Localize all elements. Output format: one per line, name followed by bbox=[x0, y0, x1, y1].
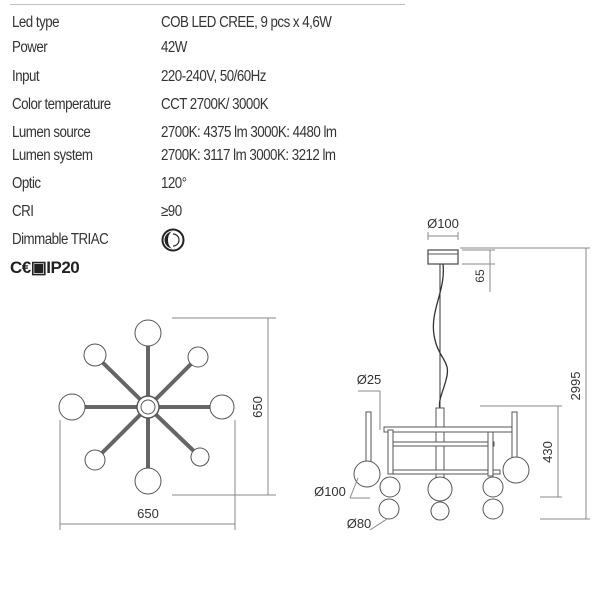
spec-value-lumen-system: 2700K: 3117 lm 3000K: 3212 lm bbox=[161, 147, 336, 164]
spec-value-led-type: COB LED CREE, 9 pcs x 4,6W bbox=[161, 14, 332, 31]
spec-value-power: 42W bbox=[161, 39, 187, 56]
spec-label-led-type: Led type bbox=[12, 14, 60, 31]
body-height-label: 430 bbox=[540, 441, 555, 463]
canopy-diameter-label: Ø100 bbox=[427, 216, 459, 231]
spec-label-cri: CRI bbox=[12, 203, 34, 220]
spec-value-lumen-source: 2700K: 4375 lm 3000K: 4480 lm bbox=[161, 124, 337, 141]
spec-label-lumen-source: Lumen source bbox=[12, 124, 91, 141]
spec-label-power: Power bbox=[12, 39, 48, 56]
spec-value-cri: ≥90 bbox=[161, 203, 182, 220]
top-divider bbox=[10, 4, 405, 5]
top-view-height-label: 650 bbox=[250, 396, 265, 418]
spec-label-color-temperature: Color temperature bbox=[12, 96, 111, 113]
spec-label-optic: Optic bbox=[12, 175, 41, 192]
spec-label-dimmable: Dimmable TRIAC bbox=[12, 231, 109, 248]
dimmable-triac-icon bbox=[161, 228, 185, 252]
small-globe-diameter-label: Ø80 bbox=[347, 516, 372, 531]
rod-diameter-label: Ø25 bbox=[357, 372, 382, 387]
spec-label-input: Input bbox=[12, 68, 40, 85]
large-globe-diameter-label: Ø100 bbox=[314, 484, 346, 499]
side-view-drawing bbox=[349, 232, 590, 531]
spec-value-input: 220-240V, 50/60Hz bbox=[161, 68, 266, 85]
canopy-height-label: 65 bbox=[473, 269, 487, 283]
spec-value-optic: 120° bbox=[161, 175, 187, 192]
spec-value-color-temperature: CCT 2700K/ 3000K bbox=[161, 96, 269, 113]
certification-marks: C€▣IP20 bbox=[10, 258, 80, 277]
spec-label-lumen-system: Lumen system bbox=[12, 147, 93, 164]
top-view-width-label: 650 bbox=[137, 506, 159, 521]
top-view-drawing bbox=[58, 317, 276, 530]
total-height-label: 2995 bbox=[568, 372, 583, 401]
